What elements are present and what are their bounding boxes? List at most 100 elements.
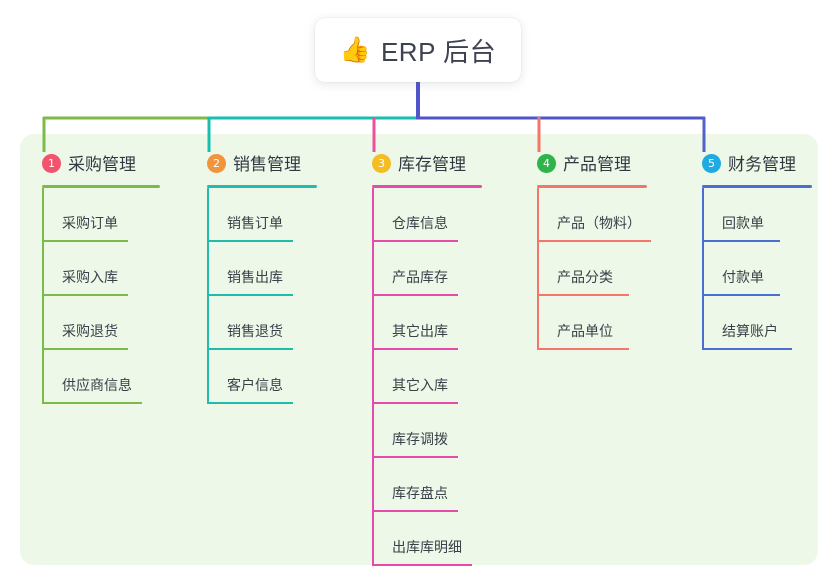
branch-items-4: 产品（物料） 产品分类产品单位	[537, 188, 651, 350]
branch-badge-1: 1	[42, 154, 61, 173]
item-spine	[372, 188, 374, 242]
item-label: 采购入库	[62, 269, 118, 285]
branch-item[interactable]: 供应商信息	[42, 350, 160, 404]
branch-title-4: 产品管理	[563, 155, 631, 174]
item-underline	[372, 348, 458, 350]
item-label: 其它出库	[392, 323, 448, 339]
item-label: 其它入库	[392, 377, 448, 393]
branch-items-1: 采购订单采购入库采购退货供应商信息	[42, 188, 160, 404]
branch-item[interactable]: 其它出库	[372, 296, 482, 350]
item-spine	[207, 242, 209, 296]
branch-title-1: 采购管理	[68, 155, 136, 174]
item-underline	[372, 564, 472, 566]
item-spine	[42, 188, 44, 242]
item-spine	[372, 242, 374, 296]
branch-header-2[interactable]: 2 销售管理	[207, 148, 317, 188]
branch-column-1: 1 采购管理采购订单采购入库采购退货供应商信息	[42, 148, 160, 404]
item-spine	[372, 404, 374, 458]
branch-item[interactable]: 销售出库	[207, 242, 317, 296]
item-underline	[372, 510, 458, 512]
branch-badge-3: 3	[372, 154, 391, 173]
item-label: 产品库存	[392, 269, 448, 285]
item-spine	[42, 296, 44, 350]
branch-item[interactable]: 产品（物料）	[537, 188, 651, 242]
branch-title-5: 财务管理	[728, 155, 796, 174]
branch-item[interactable]: 付款单	[702, 242, 812, 296]
branch-title-2: 销售管理	[233, 155, 301, 174]
item-label: 仓库信息	[392, 215, 448, 231]
branch-badge-2: 2	[207, 154, 226, 173]
item-underline	[702, 348, 792, 350]
branch-underline-5	[702, 185, 812, 188]
root-node[interactable]: 👍 ERP 后台	[315, 18, 521, 82]
item-label: 回款单	[722, 215, 764, 231]
branch-item[interactable]: 采购订单	[42, 188, 160, 242]
branch-items-2: 销售订单销售出库销售退货客户信息	[207, 188, 317, 404]
branch-item[interactable]: 仓库信息	[372, 188, 482, 242]
branch-item[interactable]: 销售退货	[207, 296, 317, 350]
item-underline	[702, 294, 780, 296]
branch-badge-4: 4	[537, 154, 556, 173]
item-spine	[372, 458, 374, 512]
item-underline	[372, 240, 458, 242]
item-label: 供应商信息	[62, 377, 132, 393]
branch-item[interactable]: 采购入库	[42, 242, 160, 296]
branch-items-5: 回款单付款单结算账户	[702, 188, 812, 350]
item-spine	[537, 188, 539, 242]
item-underline	[207, 294, 293, 296]
item-underline	[207, 240, 293, 242]
branch-underline-4	[537, 185, 647, 188]
thumbs-up-icon: 👍	[339, 35, 371, 64]
item-underline	[537, 348, 629, 350]
branch-item[interactable]: 出库库明细	[372, 512, 482, 566]
branch-column-4: 4 产品管理产品（物料） 产品分类产品单位	[537, 148, 651, 350]
item-spine	[42, 242, 44, 296]
branch-item[interactable]: 产品库存	[372, 242, 482, 296]
item-label: 产品单位	[557, 323, 613, 339]
item-spine	[702, 296, 704, 350]
branch-item[interactable]: 销售订单	[207, 188, 317, 242]
branch-item[interactable]: 结算账户	[702, 296, 812, 350]
item-label: 客户信息	[227, 377, 283, 393]
branch-underline-1	[42, 185, 160, 188]
item-spine	[372, 512, 374, 566]
item-spine	[537, 296, 539, 350]
item-spine	[372, 350, 374, 404]
item-label: 销售订单	[227, 215, 283, 231]
item-spine	[207, 350, 209, 404]
item-spine	[207, 188, 209, 242]
item-label: 库存调拨	[392, 431, 448, 447]
branch-item[interactable]: 库存调拨	[372, 404, 482, 458]
item-label: 出库库明细	[392, 539, 462, 555]
branch-item[interactable]: 采购退货	[42, 296, 160, 350]
branch-item[interactable]: 产品单位	[537, 296, 647, 350]
item-underline	[537, 240, 651, 242]
branch-header-3[interactable]: 3 库存管理	[372, 148, 482, 188]
branch-header-1[interactable]: 1 采购管理	[42, 148, 160, 188]
branch-items-3: 仓库信息产品库存其它出库其它入库库存调拨库存盘点出库库明细	[372, 188, 482, 566]
item-label: 库存盘点	[392, 485, 448, 501]
root-title: ERP 后台	[380, 36, 497, 67]
item-underline	[372, 402, 458, 404]
branch-item[interactable]: 库存盘点	[372, 458, 482, 512]
item-spine	[42, 350, 44, 404]
branch-title-3: 库存管理	[398, 155, 466, 174]
branch-item[interactable]: 客户信息	[207, 350, 317, 404]
item-label: 销售出库	[227, 269, 283, 285]
item-spine	[537, 242, 539, 296]
branch-header-4[interactable]: 4 产品管理	[537, 148, 647, 188]
item-underline	[42, 294, 128, 296]
item-underline	[702, 240, 780, 242]
item-label: 产品（物料）	[557, 215, 641, 231]
item-underline	[537, 294, 629, 296]
item-label: 销售退货	[227, 323, 283, 339]
branch-underline-3	[372, 185, 482, 188]
item-spine	[207, 296, 209, 350]
branch-item[interactable]: 回款单	[702, 188, 812, 242]
item-label: 采购订单	[62, 215, 118, 231]
branch-item[interactable]: 其它入库	[372, 350, 482, 404]
branch-item[interactable]: 产品分类	[537, 242, 647, 296]
